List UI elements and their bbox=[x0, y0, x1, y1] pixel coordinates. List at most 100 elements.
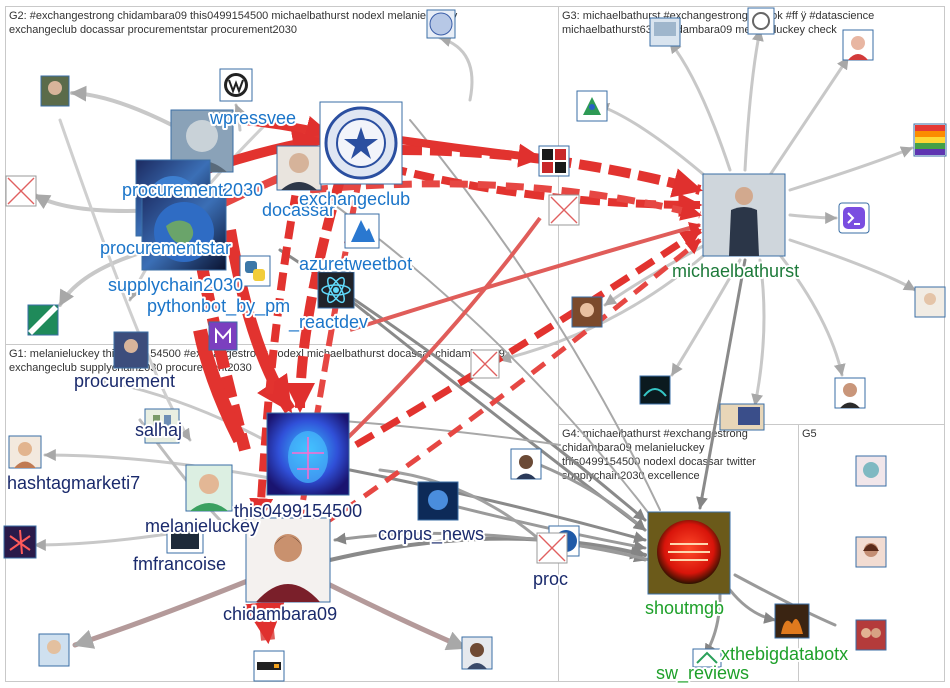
avatar-body bbox=[256, 584, 320, 602]
node-avatar bbox=[692, 648, 722, 668]
terminal-icon[interactable] bbox=[838, 202, 870, 234]
node-exchangeclub[interactable] bbox=[319, 101, 403, 185]
avatar-head bbox=[924, 293, 936, 305]
edge bbox=[668, 40, 732, 172]
seal-icon[interactable] bbox=[426, 9, 456, 39]
avatar[interactable] bbox=[914, 286, 946, 318]
wordpress-w bbox=[228, 79, 244, 94]
node-label-shoutmgb: shoutmgb bbox=[645, 598, 724, 618]
node-sw-reviews[interactable] bbox=[692, 648, 722, 668]
avatar-head bbox=[199, 474, 219, 494]
edge bbox=[538, 463, 647, 532]
edge bbox=[743, 28, 764, 172]
avatar[interactable] bbox=[40, 75, 70, 107]
broken-cross bbox=[550, 196, 578, 224]
avatar-frame bbox=[144, 408, 180, 444]
efh-cell bbox=[542, 162, 553, 173]
avatar[interactable] bbox=[8, 435, 42, 469]
avatar[interactable] bbox=[166, 526, 204, 554]
avatar-head bbox=[48, 81, 62, 95]
avatar[interactable] bbox=[461, 636, 493, 670]
avatar-head bbox=[470, 643, 484, 657]
nodexl-logo-icon[interactable] bbox=[253, 650, 285, 682]
efh-cell bbox=[555, 149, 566, 160]
node-chidambara09[interactable] bbox=[245, 517, 331, 603]
avatar-head bbox=[47, 640, 61, 654]
avatar-dot bbox=[589, 104, 595, 110]
avatar-body bbox=[729, 207, 759, 256]
avatar[interactable] bbox=[855, 455, 887, 487]
react-orbit bbox=[321, 284, 351, 296]
efh-logo-icon[interactable] bbox=[538, 145, 570, 177]
efh-cell bbox=[555, 162, 566, 173]
group-caption-g2: G2: #exchangestrong chidambara09 this049… bbox=[9, 10, 460, 36]
avatar-body bbox=[190, 503, 228, 511]
avatar-head bbox=[580, 303, 594, 317]
avatar-figure bbox=[164, 415, 171, 437]
broken-cross bbox=[7, 177, 35, 205]
avatar-frame bbox=[576, 90, 608, 122]
node-azuretweetbot[interactable] bbox=[344, 213, 380, 249]
avatar[interactable] bbox=[639, 375, 671, 405]
avatar[interactable] bbox=[576, 90, 608, 122]
nodexl-bar bbox=[257, 662, 281, 670]
avatar[interactable] bbox=[855, 536, 887, 568]
node-salhaj[interactable] bbox=[185, 464, 233, 512]
node-visualstudio[interactable] bbox=[208, 321, 238, 351]
node-label-this0499154500: this0499154500 bbox=[234, 501, 362, 521]
badge-text-lines bbox=[668, 543, 710, 561]
scn-logo-icon[interactable] bbox=[27, 304, 59, 336]
avatar[interactable] bbox=[38, 633, 70, 667]
node-xthebigdatabotx[interactable] bbox=[774, 603, 810, 639]
avatar-body bbox=[281, 182, 317, 190]
node-corpus-news[interactable] bbox=[417, 481, 459, 521]
edge bbox=[778, 253, 846, 377]
avatar-card bbox=[171, 531, 199, 549]
node-docassar[interactable] bbox=[276, 145, 322, 191]
edge bbox=[317, 577, 468, 651]
edge bbox=[224, 229, 295, 414]
scn-stripe bbox=[28, 305, 58, 335]
node-procurementstar[interactable] bbox=[141, 185, 227, 271]
node-label-proc: proc bbox=[533, 569, 568, 589]
avatar[interactable] bbox=[747, 7, 775, 35]
avatar[interactable] bbox=[834, 377, 866, 409]
avatar-head bbox=[274, 534, 302, 562]
avatar[interactable] bbox=[842, 29, 874, 61]
node-proc[interactable] bbox=[536, 532, 568, 564]
avatar-body bbox=[14, 461, 36, 468]
stripe bbox=[915, 131, 945, 137]
avatar[interactable] bbox=[144, 408, 180, 444]
avatar[interactable] bbox=[510, 448, 542, 480]
avatar-body bbox=[516, 473, 536, 479]
edge bbox=[285, 178, 345, 413]
edge bbox=[498, 248, 712, 364]
node-this0499154500[interactable] bbox=[266, 412, 350, 496]
avatar-body bbox=[848, 54, 868, 60]
avatar[interactable] bbox=[571, 296, 603, 328]
avatar[interactable] bbox=[113, 331, 149, 369]
avatar[interactable] bbox=[3, 525, 37, 559]
azure-logo bbox=[351, 220, 375, 242]
node-reactdev[interactable] bbox=[317, 271, 355, 309]
avatar[interactable] bbox=[719, 403, 765, 431]
avatar-head bbox=[735, 187, 753, 205]
node-label-sw-reviews: sw_reviews bbox=[656, 663, 749, 684]
edge bbox=[333, 531, 652, 562]
avatar-hair bbox=[863, 544, 879, 551]
avatar-frame bbox=[855, 619, 887, 651]
edge bbox=[399, 136, 543, 168]
node-pythonbot-by-pm[interactable] bbox=[239, 255, 271, 287]
wordpress-icon[interactable] bbox=[219, 68, 253, 102]
rainbow-avatar[interactable] bbox=[913, 123, 947, 157]
node-michaelbathurst[interactable] bbox=[702, 173, 786, 257]
node-shoutmgb[interactable] bbox=[647, 511, 731, 595]
avatar-glow bbox=[643, 388, 667, 397]
node-label-corpus-news: corpus_news bbox=[378, 524, 484, 545]
broken-image-icon bbox=[5, 175, 37, 207]
node-label-procurement2030: procurement2030 bbox=[122, 180, 263, 200]
avatar[interactable] bbox=[649, 17, 681, 47]
react-orbit bbox=[327, 276, 345, 304]
avatar[interactable] bbox=[855, 619, 887, 651]
